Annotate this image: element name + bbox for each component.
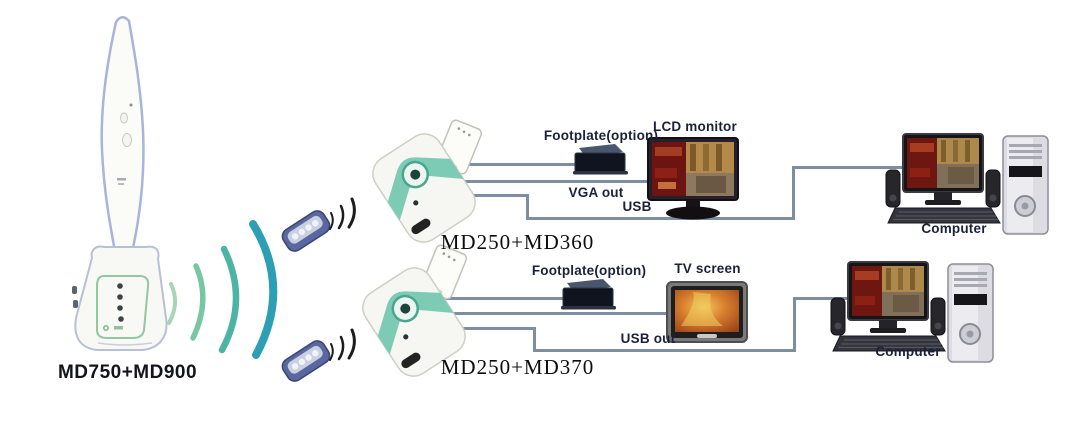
cable-usb-top-seg3 <box>526 217 795 220</box>
tv-screen-label: TV screen <box>674 261 741 276</box>
handpiece-logo-mark <box>117 178 126 181</box>
dongle-signal-arcs-top <box>329 197 356 230</box>
footplate-top-device <box>572 143 629 175</box>
cable-usb-top-seg2 <box>526 194 529 220</box>
cable-vga-to-lcd <box>452 180 652 183</box>
cable-receiver-to-footplate-top <box>448 163 576 166</box>
usb-dongle-top-icon <box>278 207 334 255</box>
footplate-bottom-label: Footplate(option) <box>531 263 647 278</box>
dock-side-button <box>72 286 77 294</box>
dock-led <box>118 316 124 322</box>
dock-side-button <box>73 300 78 308</box>
lcd-monitor-label: LCD monitor <box>653 119 737 134</box>
usb-dongle-bottom-icon <box>278 337 334 385</box>
intraoral-camera-handpiece <box>100 16 145 267</box>
cable-usb-top-seg4 <box>792 166 795 220</box>
dongle-signal-arcs-bottom <box>329 328 356 361</box>
cable-receiver-to-footplate-bottom <box>445 297 567 300</box>
footplate-top-label: Footplate(option) <box>543 128 659 143</box>
camera-charging-dock <box>72 245 168 351</box>
computer-top-device <box>885 133 1049 235</box>
computer-top-label: Computer <box>921 221 987 236</box>
cable-usb-bottom-seg4 <box>793 297 796 352</box>
vga-out-label: VGA out <box>568 185 624 200</box>
footplate-bottom-device <box>560 278 617 310</box>
cable-usb-top-seg5 <box>792 166 910 169</box>
cable-usb-bottom-seg3 <box>533 349 796 352</box>
dock-led <box>117 305 123 311</box>
camera-model-label: MD750+MD900 <box>57 362 198 383</box>
cable-usb-top-seg1 <box>455 194 529 197</box>
receiver-top-model-label: MD250+MD360 <box>440 230 595 254</box>
cable-usb-bottom-seg5 <box>793 297 855 300</box>
dock-led <box>117 283 123 289</box>
cable-to-tv <box>449 312 671 315</box>
dock-led <box>117 294 123 300</box>
receiver-bottom-model-label: MD250+MD370 <box>440 355 595 379</box>
usb-out-label: USB out <box>620 331 676 346</box>
wireless-signal-arcs <box>167 220 278 359</box>
computer-bottom-label: Computer <box>875 344 941 359</box>
receiver-top-antenna <box>433 118 484 179</box>
cable-usb-bottom-seg2 <box>533 327 536 352</box>
cable-usb-bottom-seg1 <box>452 327 536 330</box>
usb-label: USB <box>622 199 652 214</box>
